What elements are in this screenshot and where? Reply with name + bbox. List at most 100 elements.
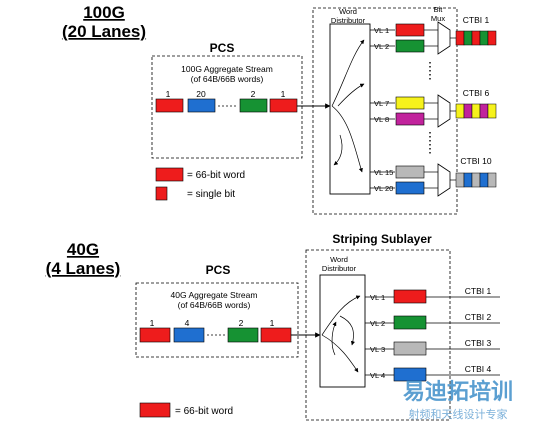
watermark-text: 易迪拓培训	[403, 379, 513, 405]
bottom-lane-block-green	[393, 315, 427, 330]
bit-cell	[471, 103, 481, 119]
bit-cell	[487, 172, 497, 188]
bottom-stream-title-line1: 40G Aggregate Stream	[171, 290, 258, 300]
bottom-lane-vl3: VL 3 CTBI 3	[365, 338, 500, 356]
top-bit-mux-6	[437, 94, 451, 128]
top-distributor-label-line1: Word	[339, 7, 357, 16]
bottom-lane-label: VL 4	[370, 371, 385, 380]
top-word-block-green	[239, 98, 268, 113]
top-lane-vl2: VL 2	[370, 39, 438, 53]
top-legend-word-text: = 66-bit word	[187, 170, 245, 181]
top-lane-block-red	[395, 23, 425, 37]
bit-cell	[479, 103, 489, 119]
bottom-distributor-arc	[321, 334, 359, 373]
bottom-ctbi-label: CTBI 2	[465, 312, 492, 322]
top-bit-mux-1	[437, 21, 451, 55]
bottom-title-40g: 40G	[67, 240, 99, 259]
bottom-word-label: 2	[239, 318, 244, 328]
top-pcs-box	[151, 55, 303, 159]
top-lane-block-yellow	[395, 96, 425, 110]
bottom-word-distributor	[319, 274, 366, 388]
top-distributor-arc	[337, 83, 365, 107]
top-word-label: 1	[166, 89, 171, 99]
bottom-distributor-label-line2: Distributor	[322, 264, 357, 273]
bit-cell	[455, 172, 465, 188]
bit-cell	[487, 103, 497, 119]
top-lane-block-gray	[395, 165, 425, 179]
top-legend-word-swatch	[155, 167, 184, 182]
bottom-stream-title-line2: (of 64B/66B words)	[178, 300, 251, 310]
top-distributor-label-line2: Distributor	[331, 16, 366, 25]
top-ctbi-bits-1	[455, 30, 497, 46]
top-lane-block-blue	[395, 181, 425, 195]
bottom-word-block-green	[227, 327, 259, 343]
bottom-pcs-box	[135, 282, 299, 358]
bottom-distributor-arc	[331, 321, 337, 356]
bottom-lane-block-red	[393, 289, 427, 304]
bit-cell	[463, 30, 473, 46]
top-word-block-blue	[187, 98, 216, 113]
top-legend-bit-swatch	[155, 186, 168, 201]
bit-cell	[463, 172, 473, 188]
top-lane-block-magenta	[395, 112, 425, 126]
bit-cell	[479, 30, 489, 46]
bottom-lane-vl2: VL 2 CTBI 2	[365, 312, 500, 330]
bottom-distributor-arc	[339, 315, 356, 346]
bottom-lane-vl1: VL 1 CTBI 1	[365, 286, 500, 304]
top-ctbi-bits-10	[455, 172, 497, 188]
top-word-label: 2	[251, 89, 256, 99]
bottom-section-40g: 40G (4 Lanes) Striping Sublayer PCS 40G …	[46, 232, 500, 421]
top-mux-label-line2: Mux	[431, 14, 445, 23]
bottom-word-block-red	[139, 327, 171, 343]
bottom-distributor-label-line1: Word	[330, 255, 348, 264]
top-lane-label: VL 2	[374, 42, 389, 51]
bottom-lane-block-blue	[393, 367, 427, 382]
top-lane-vl15: VL 15	[370, 165, 438, 179]
top-word-label: 1	[281, 89, 286, 99]
bit-cell	[487, 30, 497, 46]
top-lane-vl7: VL 7	[370, 96, 438, 110]
bottom-ctbi-label: CTBI 3	[465, 338, 492, 348]
top-lane-label: VL 8	[374, 115, 389, 124]
bottom-title-lanes: (4 Lanes)	[46, 259, 121, 278]
bit-cell	[463, 103, 473, 119]
top-lane-vl8: VL 8	[370, 112, 438, 126]
bit-cell	[479, 172, 489, 188]
top-lane-label: VL 7	[374, 99, 389, 108]
bit-cell	[471, 172, 481, 188]
top-distributor-arc	[331, 105, 363, 173]
bottom-lane-vl4: VL 4 CTBI 4	[365, 364, 500, 382]
bit-cell	[471, 30, 481, 46]
top-section-100g: 100G (20 Lanes) PCS 100G Aggregate Strea…	[62, 3, 497, 215]
top-stream-title-line1: 100G Aggregate Stream	[181, 64, 273, 74]
top-lane-label: VL 1	[374, 26, 389, 35]
bottom-word-label: 1	[270, 318, 275, 328]
top-word-distributor	[329, 23, 371, 195]
top-distributor-arc	[331, 39, 365, 107]
top-distributor-arc	[333, 134, 343, 166]
bottom-word-label: 1	[150, 318, 155, 328]
watermark-logo: 易迪拓培训 射频和天线设计专家	[403, 379, 513, 421]
top-lane-label: VL 15	[374, 168, 393, 177]
top-title-100g: 100G	[83, 3, 125, 22]
bottom-ctbi-label: CTBI 1	[465, 286, 492, 296]
bottom-distributor-arc	[321, 295, 361, 336]
bottom-lane-label: VL 3	[370, 345, 385, 354]
bit-cell	[455, 30, 465, 46]
top-ctbi-bits-6	[455, 103, 497, 119]
top-word-block-red	[269, 98, 298, 113]
top-title-lanes: (20 Lanes)	[62, 22, 146, 41]
bottom-lane-label: VL 1	[370, 293, 385, 302]
bottom-legend-word-text: = 66-bit word	[175, 406, 233, 417]
bottom-word-label: 4	[185, 318, 190, 328]
bottom-striping-box	[305, 249, 451, 421]
bottom-word-block-red	[260, 327, 292, 343]
top-word-block-red	[155, 98, 184, 113]
bottom-pcs-label: PCS	[206, 263, 231, 277]
bit-cell	[455, 103, 465, 119]
bottom-lane-block-gray	[393, 341, 427, 356]
bottom-lane-label: VL 2	[370, 319, 385, 328]
top-bit-mux-10	[437, 163, 451, 197]
bottom-legend-word-swatch	[139, 402, 171, 418]
